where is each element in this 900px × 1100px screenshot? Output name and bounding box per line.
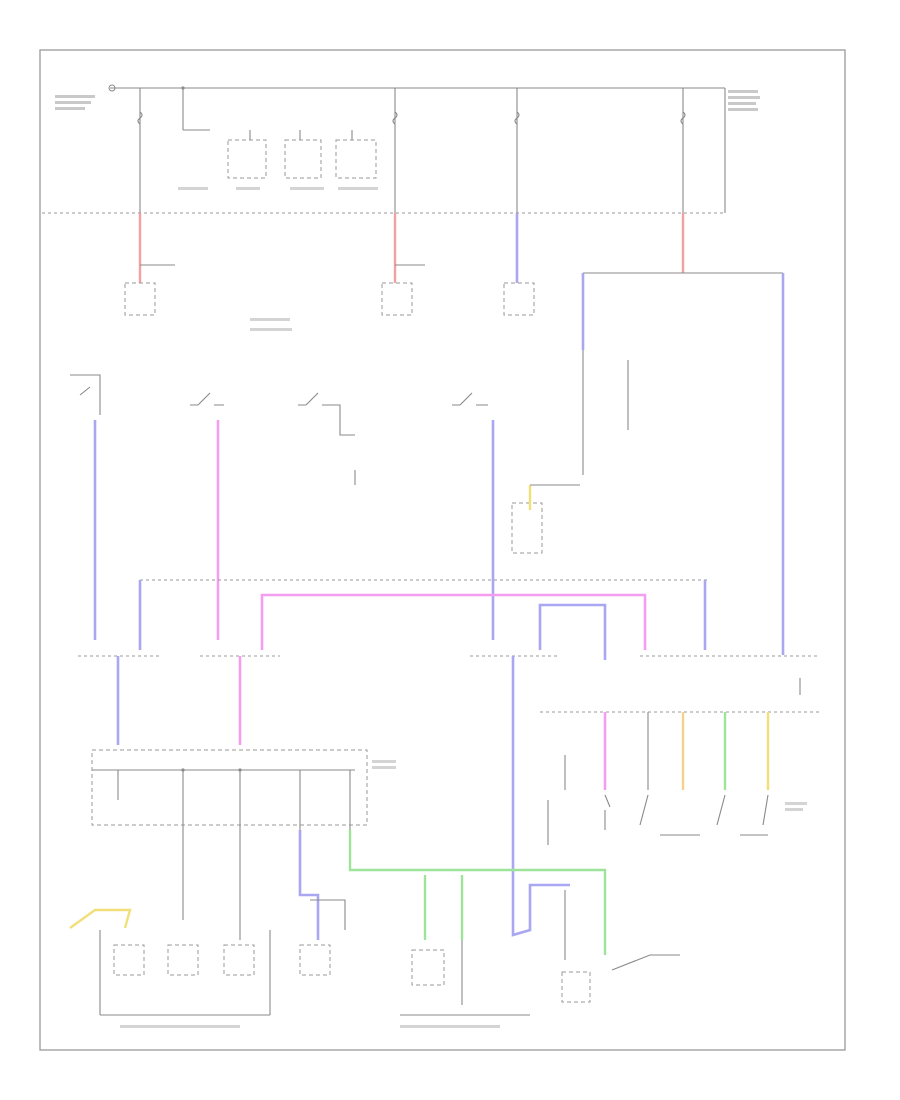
component-box xyxy=(381,282,413,316)
fuse-icon xyxy=(680,111,686,125)
relay-component xyxy=(335,139,377,179)
component-box xyxy=(124,282,156,316)
relay-component xyxy=(227,139,267,179)
upper-branches xyxy=(124,213,783,316)
fuse-icon xyxy=(514,111,520,125)
diagram-frame xyxy=(39,49,846,1051)
relay-component xyxy=(284,139,322,179)
left-junction-block xyxy=(91,749,368,830)
top-fuse-box xyxy=(42,84,726,214)
switch-icon xyxy=(604,794,611,830)
component-box xyxy=(503,282,535,316)
switch-icon xyxy=(762,794,769,826)
battery-terminal-icon xyxy=(108,84,116,92)
switch-icon xyxy=(639,794,649,826)
fuse-icon xyxy=(137,111,143,125)
component-box xyxy=(223,944,255,976)
component-box xyxy=(561,971,591,1003)
component-box xyxy=(511,502,543,554)
main-colored-wires xyxy=(93,420,710,660)
lower-left-wires xyxy=(69,830,346,1016)
component-box xyxy=(167,944,199,976)
switch-icon xyxy=(190,392,224,406)
component-box xyxy=(299,944,331,976)
switch-icon xyxy=(70,374,101,415)
label-marks xyxy=(55,90,807,1028)
switch-icon xyxy=(716,794,726,826)
right-blue-runs xyxy=(581,273,801,695)
switch-row xyxy=(70,374,580,554)
fuse-icon xyxy=(392,111,398,125)
switch-icon xyxy=(452,392,488,406)
component-box xyxy=(411,949,445,986)
green-network xyxy=(348,830,680,1016)
connector-row xyxy=(78,655,820,937)
right-switch-bank xyxy=(540,711,820,845)
junction-block-outline xyxy=(91,749,368,826)
component-box xyxy=(113,944,145,976)
switch-icon xyxy=(298,392,355,436)
